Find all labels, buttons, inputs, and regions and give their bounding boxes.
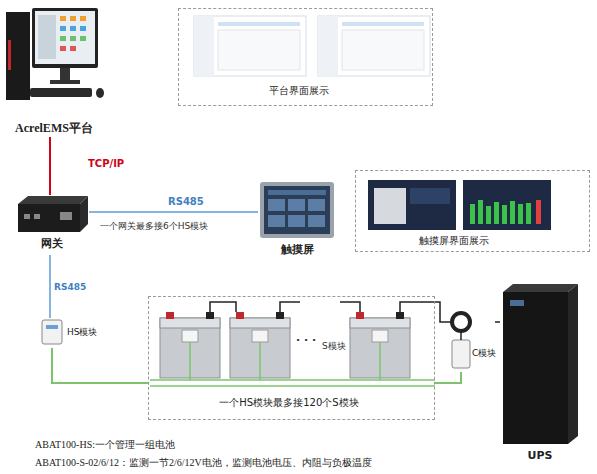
device-node: AcrelEMS平台: [5, 5, 103, 137]
group-box: 触摸屏界面展示: [355, 170, 590, 252]
edge-label: RS485: [54, 282, 86, 293]
touchscreen-screenshot: [368, 180, 551, 230]
group-box: 一个HS模块最多接120个S模块: [148, 296, 435, 420]
note-text: · · ·: [296, 334, 316, 347]
node-label: 一个HS模块最多接120个S模块: [189, 397, 389, 409]
note-text: ABAT100-HS:一个管理一组电池: [35, 439, 175, 451]
group-box: 平台界面展示: [178, 8, 433, 106]
connector-line: [435, 372, 461, 383]
device-node: 网关: [15, 195, 89, 255]
node-label: UPS: [500, 449, 580, 462]
node-label: HS模块: [67, 327, 127, 338]
note-text: 一个网关最多接6个HS模块: [100, 221, 208, 232]
ups-illustration: [503, 284, 578, 444]
gateway-illustration: [18, 196, 88, 232]
hs-module-illustration: [42, 320, 62, 344]
connector-line: [49, 137, 51, 195]
device-node: 触摸屏: [258, 180, 336, 260]
note-text: S模块: [322, 341, 346, 352]
battery-illustration: [150, 302, 452, 386]
connector-line: [495, 321, 500, 323]
c-module-illustration: [452, 313, 470, 368]
node-label: 网关: [15, 237, 89, 250]
connector-line: [52, 348, 148, 383]
device-node: HS模块: [40, 318, 130, 348]
edge-label: TCP/IP: [88, 158, 124, 170]
connector-line: [89, 211, 258, 213]
node-label: AcrelEMS平台: [5, 121, 103, 135]
device-node: C模块: [445, 310, 495, 372]
touchscreen-illustration: [260, 182, 334, 238]
node-label: 触摸屏界面展示: [394, 235, 514, 247]
node-label: 触摸屏: [258, 243, 336, 256]
connector-line: [49, 255, 51, 318]
computer-illustration: [6, 8, 104, 100]
note-text: ABAT100-S-02/6/12：监测一节2/6/12V电池，监测电池电压、内…: [35, 457, 372, 469]
node-label: 平台界面展示: [224, 85, 374, 97]
platform-screenshot: [194, 16, 430, 76]
device-node: UPS: [500, 283, 580, 469]
node-label: C模块: [472, 348, 502, 359]
edge-label: RS485: [168, 196, 204, 208]
